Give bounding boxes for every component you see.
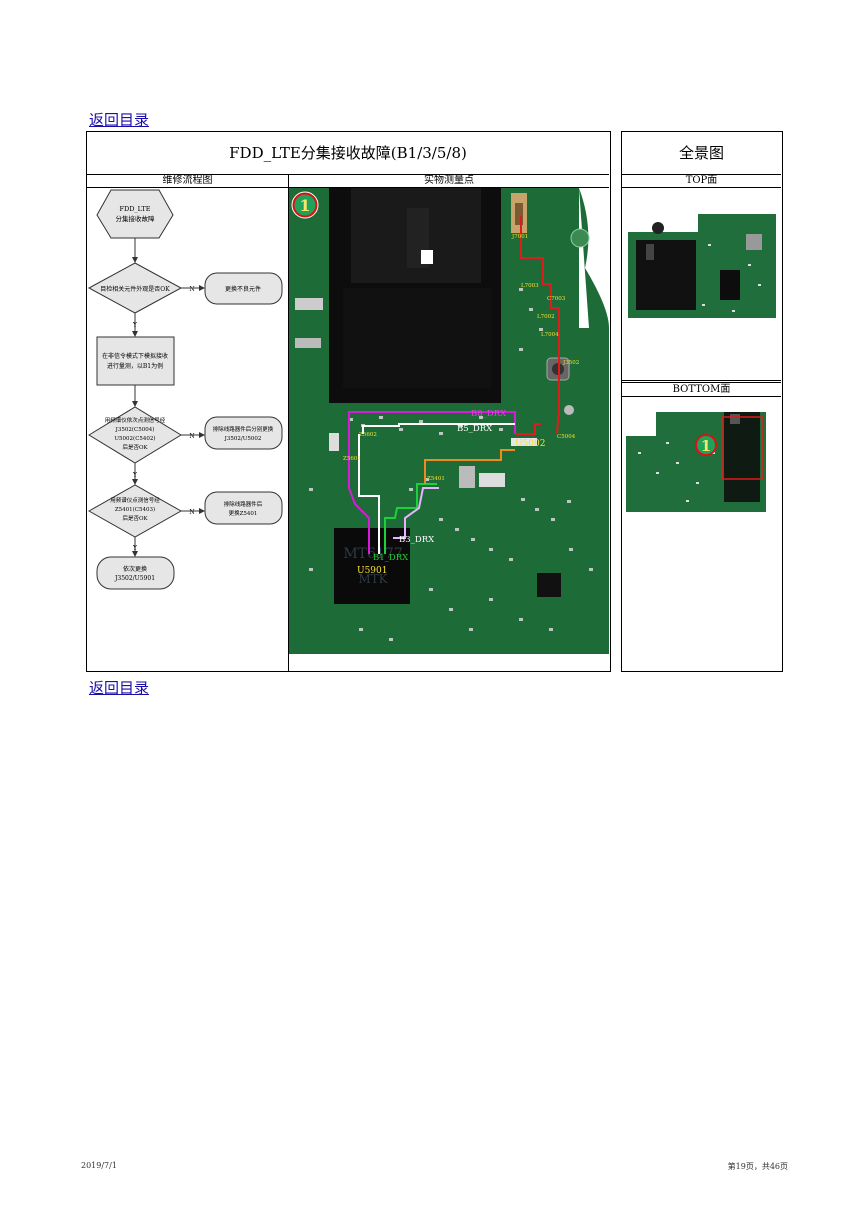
flow-column-header: 维修流程图 xyxy=(87,174,289,188)
label-l7004: L7004 xyxy=(541,332,559,338)
action-1-text: 更换不良元件 xyxy=(225,285,261,293)
top-side-header: TOP面 xyxy=(622,174,781,188)
label-j3502: J3502 xyxy=(562,360,579,366)
label-z5602: Z5602 xyxy=(359,432,377,438)
label-b1-drx: B1_DRX xyxy=(373,553,409,563)
decision-3-text-2: Z5401(C5403) xyxy=(115,506,155,513)
y-label-2: Y xyxy=(132,472,138,479)
bottom-marker-number: 1 xyxy=(701,437,711,455)
label-j7001: J7001 xyxy=(511,234,528,240)
y-label-1: Y xyxy=(132,322,138,329)
label-z5601: Z5601 xyxy=(343,456,361,462)
decision-2-text-1: 用频谱仪依次点测信号经 xyxy=(105,416,166,424)
top-side-board-image xyxy=(628,214,776,318)
end-text-2: J3502/U5901 xyxy=(114,575,155,582)
label-l7002: L7002 xyxy=(537,314,555,320)
decision-2 xyxy=(88,406,182,464)
photo-column-header: 实物测量点 xyxy=(289,174,609,188)
label-b8-drx: B8_DRX xyxy=(471,409,507,419)
main-table: FDD_LTE分集接收故障(B1/3/5/8) 维修流程图 实物测量点 FDD_… xyxy=(86,131,611,672)
chip-text-1: MT6177 xyxy=(343,546,402,562)
decision-2-text-2: J3502(C5004) xyxy=(115,426,155,433)
label-c7003: C7003 xyxy=(547,296,566,302)
panorama-table: 全景图 TOP面 BOTTOM面 1 xyxy=(621,131,783,672)
bottom-side-board-image: 1 xyxy=(626,412,766,512)
label-l7003: L7003 xyxy=(521,283,539,289)
back-to-contents-link-bottom[interactable]: 返回目录 xyxy=(89,679,150,697)
svg-text:N: N xyxy=(189,286,194,293)
process-1-text-1: 在非信令模式下模拟接收 xyxy=(102,352,168,360)
pcb-measurement-photo: MT6177 MTK xyxy=(289,188,609,654)
page-title: FDD_LTE分集接收故障(B1/3/5/8) xyxy=(87,132,609,175)
bottom-side-header: BOTTOM面 xyxy=(622,382,781,397)
label-b3-drx: B3_DRX xyxy=(399,535,435,545)
back-to-contents-link-top[interactable]: 返回目录 xyxy=(89,111,150,129)
action-2-text-1: 排除线路器件后分别更换 xyxy=(213,425,274,433)
end-node xyxy=(96,556,175,590)
label-u5901: U5901 xyxy=(357,566,388,576)
start-text-2: 分集接收故障 xyxy=(116,214,156,223)
end-text-1: 依次更换 xyxy=(123,565,147,573)
label-c5004: C5004 xyxy=(557,434,576,440)
action-3-text-1: 排除线路器件后 xyxy=(224,500,263,508)
action-2 xyxy=(204,416,283,450)
start-node xyxy=(96,189,174,239)
action-3-text-2: 更换Z5401 xyxy=(229,509,258,517)
process-1 xyxy=(96,336,175,386)
marker-number: 1 xyxy=(299,196,310,215)
footer-page-number: 第19页，共46页 xyxy=(727,1162,788,1171)
label-u5002: U5002 xyxy=(515,439,546,449)
n-label-1: N xyxy=(189,286,194,293)
y-label-3: Y xyxy=(132,545,138,552)
footer-date: 2019/7/1 xyxy=(81,1161,117,1170)
decision-1-text: 目检相关元件外观是否OK xyxy=(100,285,170,293)
repair-flowchart: FDD_LTE 分集接收故障 目检相关元件外观是否OK N N 更换不良元件 Y… xyxy=(87,189,283,590)
n-label-3: N xyxy=(189,509,194,516)
action-3 xyxy=(204,491,283,525)
decision-2-text-4: 后是否OK xyxy=(122,443,148,451)
decision-2-text-3: U5002(C5402) xyxy=(114,435,155,442)
decision-3-text-3: 后是否OK xyxy=(122,514,148,522)
n-label-2: N xyxy=(189,433,194,440)
panorama-divider xyxy=(622,380,781,381)
action-1 xyxy=(204,272,283,305)
process-1-text-2: 进行量测，以B1为例 xyxy=(107,362,163,370)
decision-3-text-1: 用频谱仪点测信号经 xyxy=(110,496,160,504)
start-text-1: FDD_LTE xyxy=(119,205,150,213)
action-2-text-2: J3502/U5002 xyxy=(224,436,262,442)
chip-text-2: MTK xyxy=(358,572,388,586)
column-divider xyxy=(288,174,289,671)
label-z5401: Z5401 xyxy=(427,476,445,482)
label-b5-drx: B5_DRX xyxy=(457,424,493,434)
panorama-title: 全景图 xyxy=(622,132,781,175)
